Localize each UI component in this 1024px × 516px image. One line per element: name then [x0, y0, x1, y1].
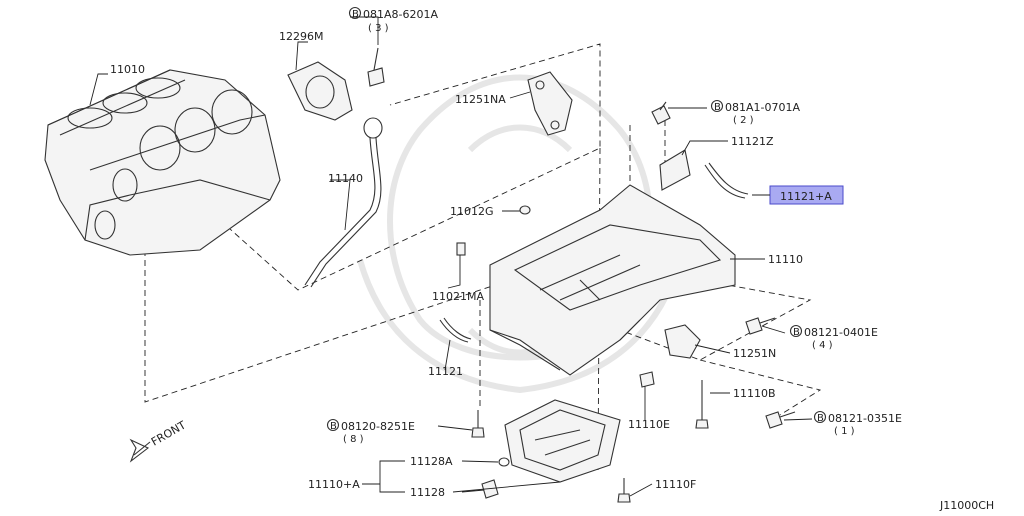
rear-seal-retainer: [287, 61, 353, 121]
callout-11128a[interactable]: 11128A: [410, 455, 453, 468]
lower-oil-pan: [504, 399, 621, 483]
front-label: FRONT: [149, 418, 188, 448]
callout-11110a[interactable]: 11110+A: [308, 478, 360, 491]
callout-11110b[interactable]: 11110B: [733, 387, 776, 400]
callout-qty: ( 3 ): [368, 23, 389, 34]
bolt-08120-8251e: [471, 410, 485, 438]
leader-lines: [89, 16, 813, 497]
dipstick: [304, 117, 383, 288]
callout-code: 081A1-0701A: [725, 101, 800, 114]
front-arrow: FRONT: [129, 418, 188, 463]
callout-bolt-08121-0401e[interactable]: B 08121-0401E ( 4 ): [789, 324, 878, 352]
bolt-08121-0401e: [745, 317, 776, 335]
callout-qty: ( 8 ): [343, 434, 364, 445]
callout-11140[interactable]: 11140: [328, 172, 363, 185]
callout-12296m[interactable]: 12296M: [279, 30, 323, 43]
callout-11110e[interactable]: 11110E: [628, 418, 670, 431]
callout-11251n[interactable]: 11251N: [733, 347, 776, 360]
callout-11121[interactable]: 11121: [428, 365, 463, 378]
oil-pan-seals: [439, 149, 749, 343]
bolt-081a8: [367, 47, 385, 87]
callout-11110[interactable]: 11110: [768, 253, 803, 266]
callout-11121z[interactable]: 11121Z: [731, 135, 774, 148]
part-labels: 11010 12296M B 081A8-6201A ( 3 ) 11140 1…: [110, 6, 994, 512]
drain-bolt-11128: [481, 479, 499, 499]
callout-code: 081A8-6201A: [363, 8, 438, 21]
cylinder-block: [44, 69, 281, 256]
callout-qty: ( 1 ): [834, 426, 855, 437]
upper-oil-pan: [489, 184, 736, 376]
diagram-code: J11000CH: [939, 499, 994, 511]
stud-11021ma: [456, 242, 466, 256]
bolt-11110f: [617, 478, 631, 503]
callout-code: 08120-8251E: [341, 420, 415, 433]
callout-bolt-081a1[interactable]: B 081A1-0701A ( 2 ): [710, 99, 801, 127]
bolt-081a1: [651, 101, 671, 125]
callout-11128[interactable]: 11128: [410, 486, 445, 499]
bolt-11110e: [639, 371, 655, 388]
callout-11010[interactable]: 11010: [110, 63, 145, 76]
b-marker: B: [793, 327, 800, 338]
callout-11121a-highlighted[interactable]: 11121+A: [752, 185, 844, 205]
callout-11021ma[interactable]: 11021MA: [432, 290, 484, 303]
callout-bolt-08121-0351e[interactable]: B 08121-0351E ( 1 ): [813, 410, 902, 438]
callout-qty: ( 2 ): [733, 115, 754, 126]
bracket-11251na: [527, 71, 573, 136]
cover-11251n: [664, 324, 701, 359]
callout-qty: ( 4 ): [812, 340, 833, 351]
drain-plug: [519, 205, 531, 215]
b-marker: B: [817, 413, 824, 424]
callout-11012g[interactable]: 11012G: [450, 205, 494, 218]
b-marker: B: [714, 102, 721, 113]
callout-bolt-081a8[interactable]: B 081A8-6201A ( 3 ): [348, 6, 439, 35]
callout-bolt-08120-8251e[interactable]: B 08120-8251E ( 8 ): [326, 418, 415, 446]
callout-11251na[interactable]: 11251NA: [455, 93, 506, 106]
callout-code: 11121+A: [780, 190, 832, 203]
callout-code: 08121-0351E: [828, 412, 902, 425]
b-marker: B: [352, 9, 359, 20]
b-marker: B: [330, 421, 337, 432]
bolt-08121-0351e: [765, 411, 796, 429]
callout-code: 08121-0401E: [804, 326, 878, 339]
callout-11110f[interactable]: 11110F: [655, 478, 696, 491]
washer-11128a: [498, 457, 510, 467]
bolt-11110b: [695, 380, 709, 429]
